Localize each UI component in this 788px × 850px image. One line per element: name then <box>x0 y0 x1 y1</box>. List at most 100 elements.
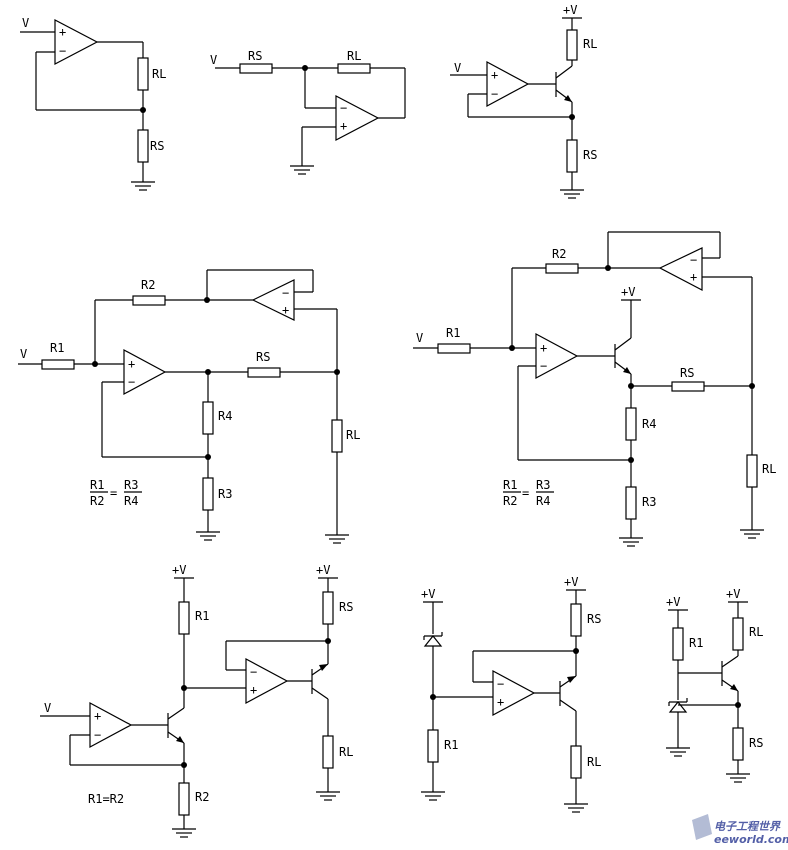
svg-text:RS: RS <box>749 736 763 750</box>
opamp-2 <box>335 95 380 141</box>
svg-text:R4: R4 <box>536 494 550 508</box>
svg-text:=: = <box>522 486 529 500</box>
eeworld-watermark-logo: 电子工程世界 eeworld.com.cn <box>692 814 788 846</box>
svg-text:R1: R1 <box>503 478 517 492</box>
resistor-rl-5 <box>746 454 758 488</box>
svg-text:=: = <box>110 486 117 500</box>
svg-text:R3: R3 <box>218 487 232 501</box>
svg-text:RS: RS <box>680 366 694 380</box>
resistor-rl-6 <box>322 735 334 769</box>
svg-text:R1: R1 <box>689 636 703 650</box>
circuit-8-zener-bjt-source: +V R1 RL +V RS <box>665 587 763 783</box>
svg-text:RL: RL <box>587 755 601 769</box>
svg-text:+V: +V <box>172 563 186 577</box>
ratio-equation-4: R1 R2 = R3 R4 <box>90 478 142 508</box>
svg-text:RS: RS <box>583 148 597 162</box>
svg-text:−: − <box>128 375 135 389</box>
svg-text:R1: R1 <box>446 326 460 340</box>
ratio-equation-5: R1 R2 = R3 R4 <box>503 478 554 508</box>
svg-text:R1: R1 <box>444 738 458 752</box>
r1-equals-r2-note: R1=R2 <box>88 792 124 806</box>
svg-text:+: + <box>690 270 697 284</box>
svg-text:V: V <box>454 61 461 75</box>
circuit-2-inverting-current-source: V RS RL − + <box>210 49 406 175</box>
svg-text:+: + <box>491 68 498 82</box>
circuit-4-howland-current-source: V R1 + − R2 − + RS RL R4 <box>18 269 360 544</box>
opamp-4a <box>123 348 167 396</box>
svg-text:R2: R2 <box>552 247 566 261</box>
svg-text:R4: R4 <box>642 417 656 431</box>
svg-text:+: + <box>340 119 347 133</box>
svg-text:+: + <box>250 683 257 697</box>
svg-text:−: − <box>491 87 498 101</box>
resistor-r2-4 <box>132 295 166 306</box>
opamp-7 <box>492 669 536 717</box>
resistor-r1-8 <box>672 627 684 661</box>
svg-text:R1: R1 <box>195 609 209 623</box>
svg-text:+: + <box>497 695 504 709</box>
resistor-r3-5 <box>625 486 637 520</box>
resistor-r1-4 <box>41 359 75 370</box>
svg-text:−: − <box>94 728 101 742</box>
svg-text:RL: RL <box>749 625 763 639</box>
resistor-rl-1 <box>137 57 149 91</box>
svg-text:−: − <box>690 253 697 267</box>
svg-text:+: + <box>128 357 135 371</box>
resistor-rl-2 <box>337 63 371 74</box>
resistor-r4-5 <box>625 407 637 441</box>
resistor-rs-4 <box>247 367 281 378</box>
resistor-rl-7 <box>570 745 582 779</box>
svg-text:−: − <box>250 665 257 679</box>
zener-diode-7 <box>423 632 443 647</box>
svg-text:RS: RS <box>339 600 353 614</box>
svg-text:+: + <box>94 709 101 723</box>
opamp-4b <box>251 279 295 321</box>
svg-text:+V: +V <box>726 587 740 601</box>
svg-text:R4: R4 <box>124 494 138 508</box>
opamp-5a <box>535 332 579 380</box>
svg-text:R1: R1 <box>90 478 104 492</box>
svg-text:RL: RL <box>339 745 353 759</box>
svg-text:RL: RL <box>152 67 166 81</box>
svg-text:−: − <box>340 101 347 115</box>
svg-text:+: + <box>282 303 289 317</box>
opamp-6b <box>245 657 289 705</box>
resistor-r2-5 <box>545 263 579 274</box>
resistor-rs-1 <box>137 129 149 163</box>
resistor-rs-3 <box>566 139 578 173</box>
svg-text:V: V <box>416 331 423 345</box>
resistor-r1-7 <box>427 729 439 763</box>
svg-text:R2: R2 <box>503 494 517 508</box>
svg-text:V: V <box>22 16 29 30</box>
svg-text:RS: RS <box>150 139 164 153</box>
svg-text:+: + <box>59 25 66 39</box>
svg-text:RL: RL <box>583 37 597 51</box>
svg-text:+V: +V <box>563 3 577 17</box>
resistor-rl-4 <box>331 419 343 453</box>
svg-text:V: V <box>44 701 51 715</box>
resistor-rl-3 <box>566 29 578 61</box>
svg-text:RS: RS <box>248 49 262 63</box>
svg-text:RL: RL <box>346 428 360 442</box>
svg-text:−: − <box>497 677 504 691</box>
svg-text:+: + <box>540 341 547 355</box>
svg-text:R3: R3 <box>642 495 656 509</box>
svg-text:R1: R1 <box>50 341 64 355</box>
opamp-3 <box>486 60 530 108</box>
resistor-rs-2 <box>239 63 273 74</box>
resistor-r1-6 <box>178 601 190 635</box>
watermark-brand-text: eeworld.com.cn <box>714 833 788 846</box>
svg-text:+V: +V <box>621 285 635 299</box>
svg-text:RL: RL <box>762 462 776 476</box>
resistor-rs-7 <box>570 603 582 637</box>
svg-text:+V: +V <box>666 595 680 609</box>
resistor-rs-8 <box>732 727 744 761</box>
resistor-rs-5 <box>671 381 705 392</box>
svg-text:−: − <box>282 286 289 300</box>
resistor-r1-5 <box>437 343 471 354</box>
svg-text:V: V <box>20 347 27 361</box>
svg-text:R2: R2 <box>90 494 104 508</box>
svg-text:+V: +V <box>564 575 578 589</box>
resistor-r4-4 <box>202 401 214 435</box>
